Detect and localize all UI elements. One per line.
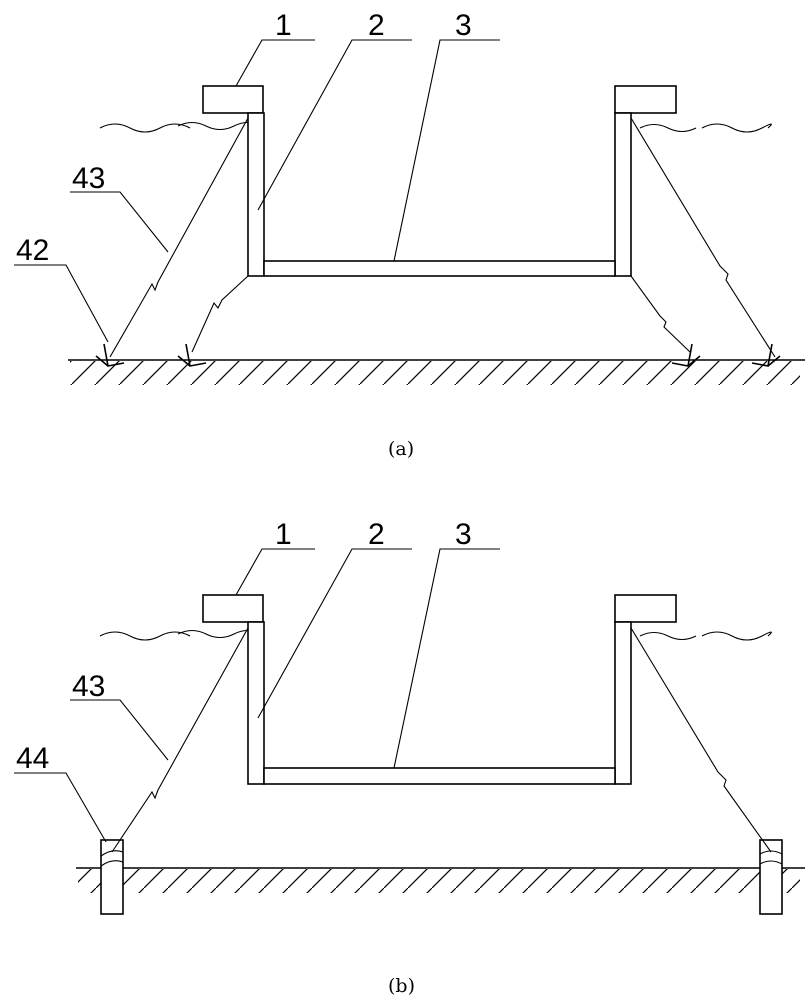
anchor-icon: [177, 343, 207, 367]
figure-b: 1 2 3 43 44 (b): [14, 518, 805, 997]
water-surface-right-a: [639, 123, 772, 133]
figure-a: 1 2 3 43 42 (a): [14, 9, 805, 460]
label-anchor-cable-b: 43: [72, 670, 105, 703]
seabed-a: [68, 359, 805, 385]
side-wall-right-b: [614, 621, 632, 785]
water-surface-left-a: [99, 121, 259, 133]
water-surface-right-b: [639, 631, 772, 641]
side-wall-left-a: [247, 112, 265, 277]
label-float-b: 1: [275, 518, 292, 551]
leader-lines-a: [14, 39, 500, 343]
label-anchor-a: 42: [16, 234, 49, 267]
side-wall-left-b: [247, 621, 265, 785]
anchors-a: [95, 343, 781, 367]
label-bottom-plate-b: 3: [455, 518, 472, 551]
anchor-cables-a: [109, 117, 776, 358]
seabed-b: [76, 867, 805, 893]
leader-lines-b: [14, 548, 500, 843]
label-side-wall-a: 2: [368, 9, 385, 42]
hull-b: [247, 621, 632, 785]
anchor-cables-b: [111, 627, 772, 853]
pile-right-b: [759, 839, 783, 915]
label-bottom-plate-a: 3: [455, 9, 472, 42]
anchor-icon: [751, 343, 781, 367]
float-right-b: [614, 594, 677, 623]
float-right-a: [614, 85, 677, 114]
label-float-a: 1: [275, 9, 292, 42]
float-left-a: [202, 85, 264, 114]
caption-a: (a): [388, 438, 414, 460]
pile-left-b: [100, 839, 124, 915]
bottom-plate-b: [263, 767, 616, 785]
side-wall-right-a: [614, 112, 632, 277]
anchor-icon: [95, 343, 125, 367]
label-side-wall-b: 2: [368, 518, 385, 551]
hull-a: [247, 112, 632, 277]
label-pile-b: 44: [16, 742, 49, 775]
caption-b: (b): [388, 975, 415, 997]
float-left-b: [202, 594, 264, 623]
water-surface-left-b: [99, 629, 259, 641]
label-anchor-cable-a: 43: [72, 162, 105, 195]
anchor-icon: [671, 343, 701, 367]
bottom-plate-a: [263, 260, 616, 277]
